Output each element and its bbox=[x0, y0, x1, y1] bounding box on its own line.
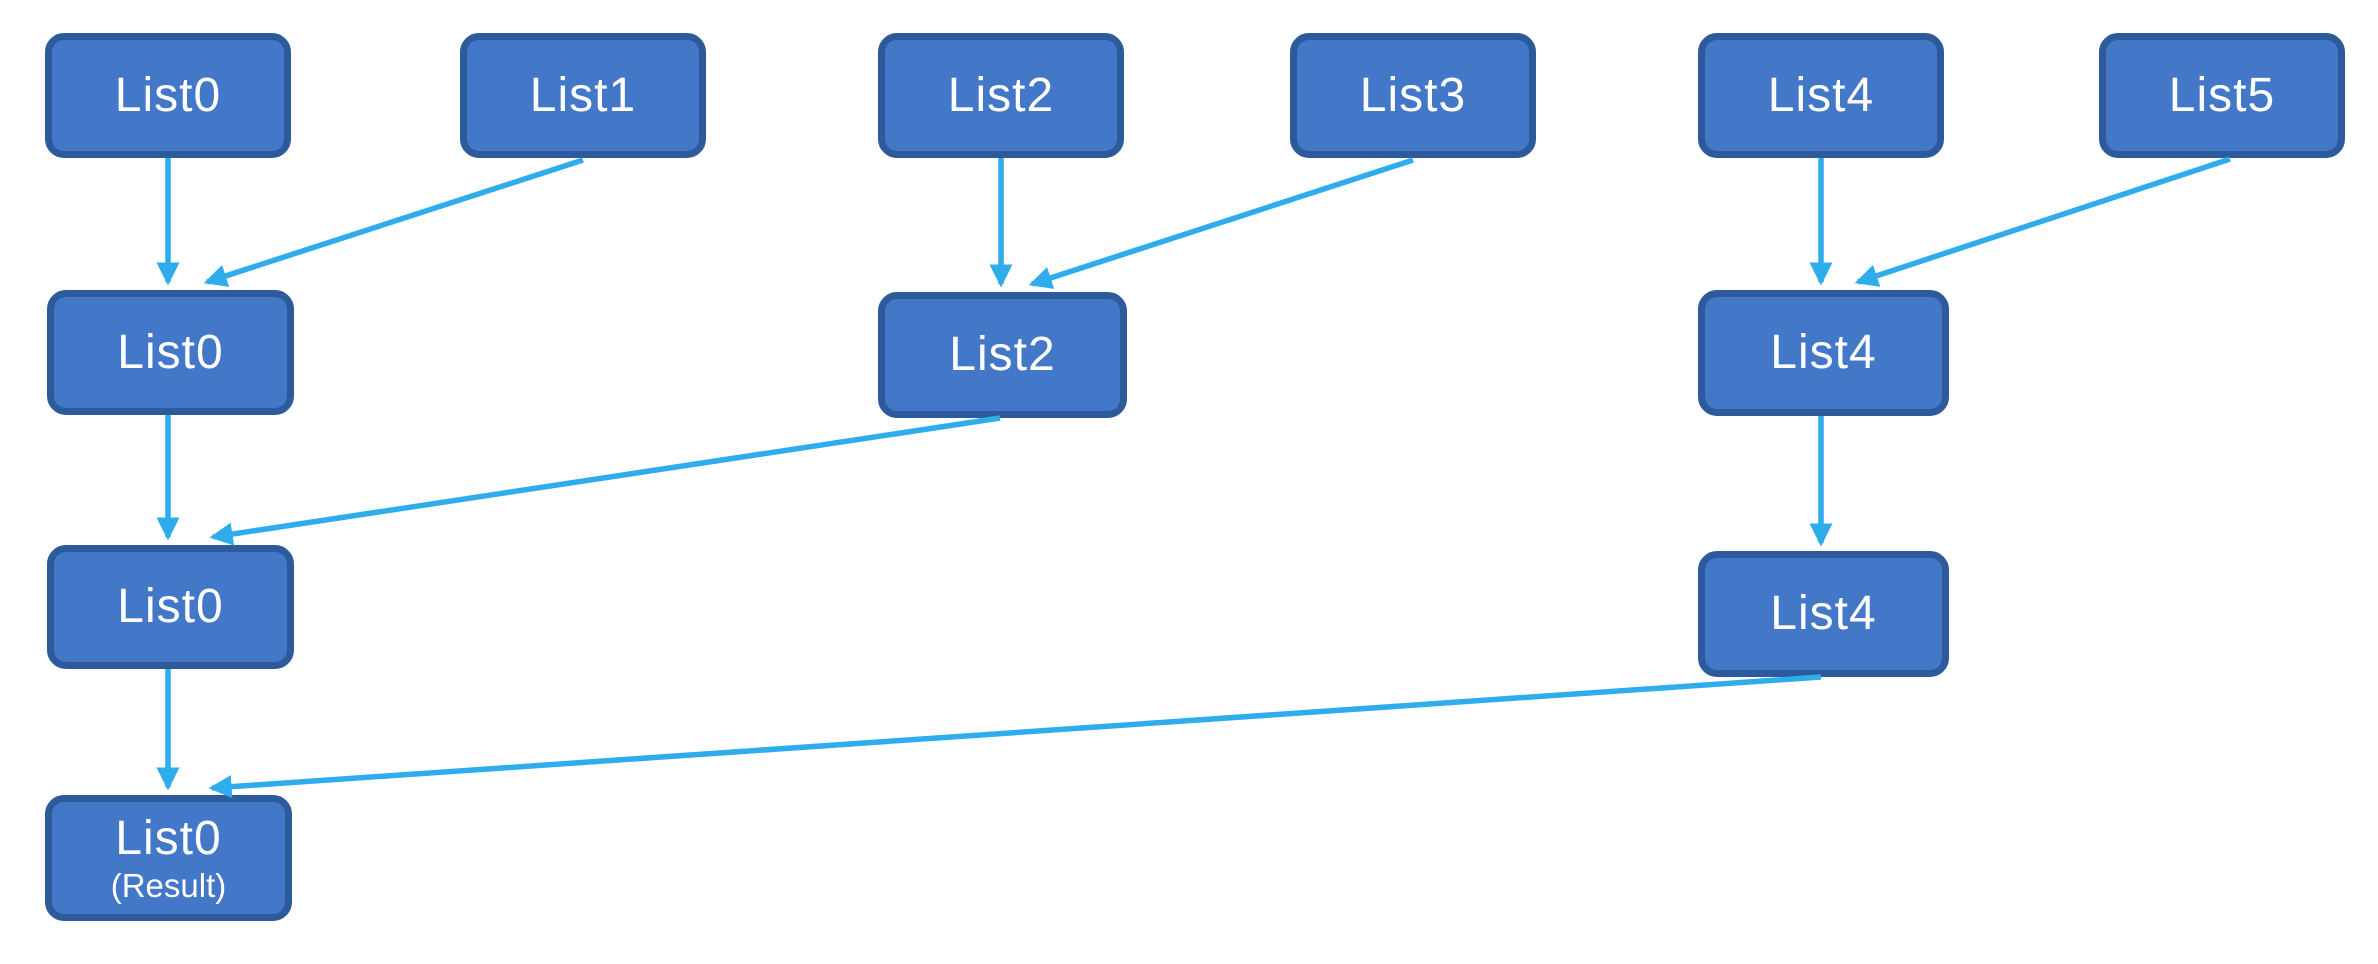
node-label: List0 bbox=[117, 325, 224, 379]
node-label: List5 bbox=[2168, 68, 2276, 122]
node-r2-list4: List4 bbox=[1698, 290, 1949, 416]
node-r1-list2: List2 bbox=[878, 33, 1124, 158]
node-label: List1 bbox=[529, 68, 637, 122]
node-label: List4 bbox=[1770, 587, 1877, 641]
node-r1-list0: List0 bbox=[45, 33, 291, 158]
node-sublabel: (Result) bbox=[110, 866, 227, 904]
node-r3-list0: List0 bbox=[47, 545, 294, 669]
node-label: List4 bbox=[1770, 326, 1877, 380]
arrow-r3-list4-to-r4-list0 bbox=[208, 674, 1822, 799]
node-r3-list4: List4 bbox=[1698, 551, 1949, 677]
node-r2-list2: List2 bbox=[878, 292, 1127, 418]
node-label: List0 bbox=[117, 580, 224, 634]
arrow-r2-list2-to-r3-list0 bbox=[209, 415, 1001, 546]
node-r1-list4: List4 bbox=[1698, 33, 1944, 158]
node-label: List0 bbox=[114, 68, 222, 122]
node-r1-list1: List1 bbox=[460, 33, 706, 158]
node-r4-list0: List0 (Result) bbox=[45, 795, 292, 921]
node-label: List2 bbox=[949, 328, 1056, 382]
node-label: List3 bbox=[1359, 68, 1467, 122]
node-label: List2 bbox=[947, 68, 1055, 122]
arrow-r1-list3-to-r2-list2 bbox=[1028, 157, 1414, 289]
node-label: List0 bbox=[115, 811, 222, 865]
node-r2-list0: List0 bbox=[47, 290, 294, 415]
arrow-r1-list1-to-r2-list0 bbox=[203, 157, 584, 287]
node-label: List4 bbox=[1767, 68, 1875, 122]
arrow-r1-list5-to-r2-list4 bbox=[1854, 156, 2231, 287]
node-r1-list3: List3 bbox=[1290, 33, 1536, 158]
node-r1-list5: List5 bbox=[2099, 33, 2345, 158]
